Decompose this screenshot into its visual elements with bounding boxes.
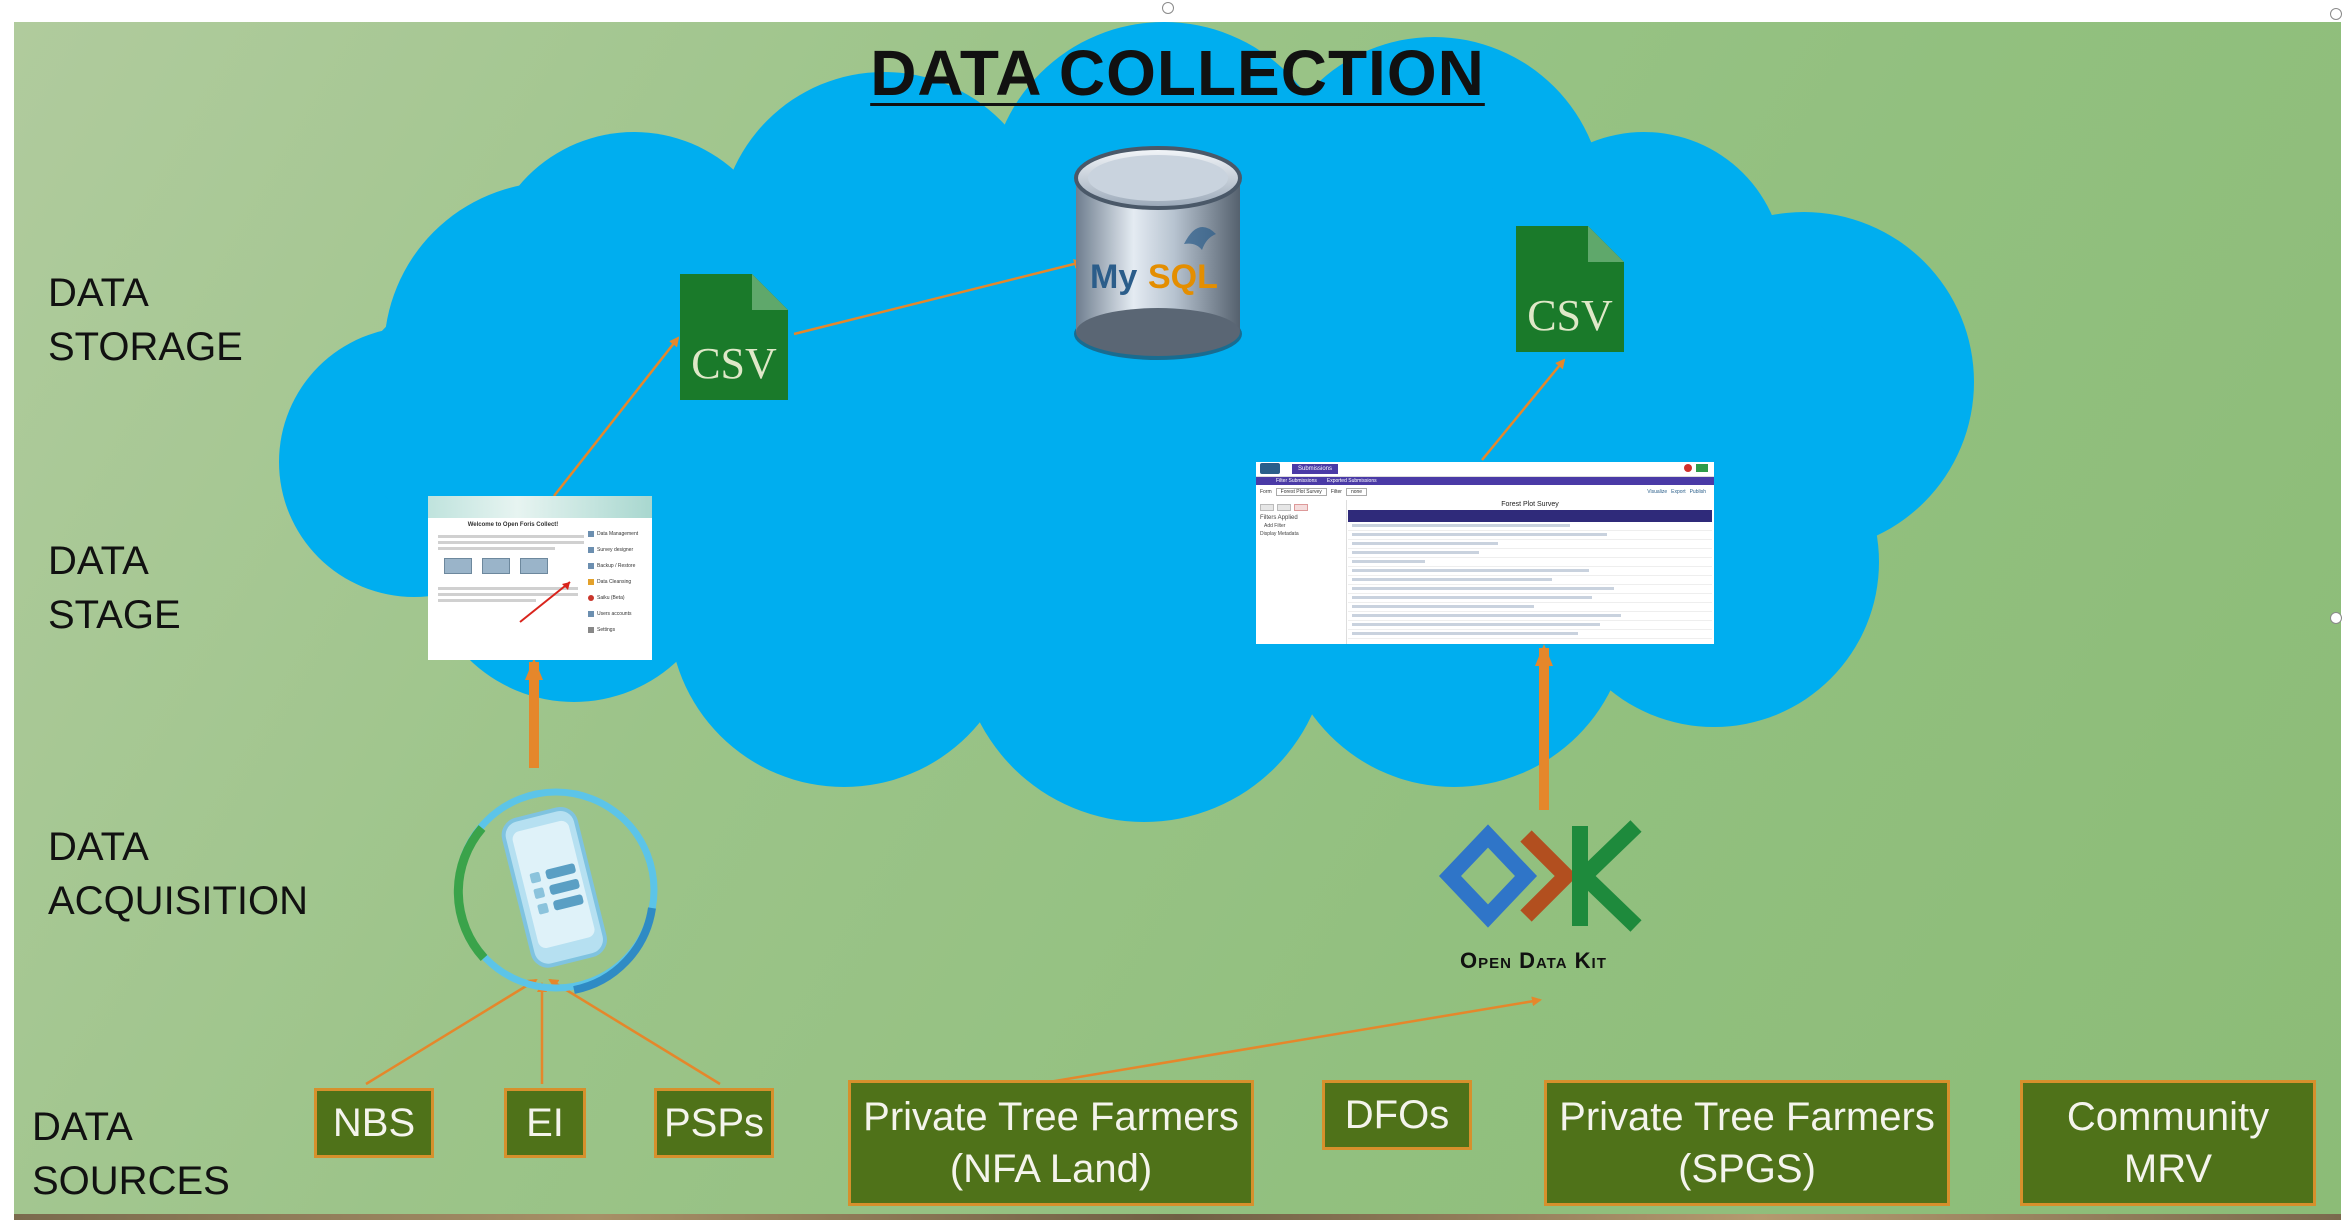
mysql-label-sql: SQL xyxy=(1148,258,1218,296)
slide: CSV CSV My SQL xyxy=(14,22,2341,1220)
table-row xyxy=(1348,522,1712,531)
slide-floor-strip xyxy=(14,1214,2341,1220)
odk-caption: Open Data Kit xyxy=(1460,948,1607,973)
sidebar-item-add-filter[interactable]: Add Filter xyxy=(1264,523,1286,529)
table-row xyxy=(1348,549,1712,558)
menu-item-label: Users accounts xyxy=(597,611,632,617)
visualize-button[interactable]: Visualize xyxy=(1647,489,1668,495)
table-row xyxy=(1348,603,1712,612)
open-foris-heading: Welcome to Open Foris Collect! xyxy=(467,522,559,528)
filters-applied-label: Filters Applied xyxy=(1260,515,1298,521)
arrow-psps-to-app xyxy=(548,978,721,1086)
open-foris-steps xyxy=(444,558,548,574)
menu-item-label: Data Management xyxy=(597,531,639,537)
csv-right-label: CSV xyxy=(1527,291,1613,340)
arrow-csv-left-to-mysql xyxy=(793,259,1084,336)
form-select[interactable]: Forest Plot Survey xyxy=(1275,488,1327,496)
source-box-ptf-spgs: Private Tree Farmers (SPGS) xyxy=(1544,1080,1950,1206)
page-title: DATA COLLECTION xyxy=(870,37,1485,109)
open-foris-menu-item[interactable]: Data Cleansing xyxy=(588,574,650,590)
open-foris-header xyxy=(428,496,652,518)
source-box-community-mrv: Community MRV xyxy=(2020,1080,2316,1206)
open-foris-menu-item[interactable]: Data Management xyxy=(588,526,650,542)
arrow-ptf-nfa-to-odk xyxy=(1048,996,1542,1084)
help-icon[interactable] xyxy=(1684,464,1692,472)
source-box-ptf-nfa: Private Tree Farmers (NFA Land) xyxy=(848,1080,1254,1206)
table-header-row xyxy=(1348,510,1712,522)
arrow-stage-to-csv-right xyxy=(1481,358,1566,461)
table-row xyxy=(1348,540,1712,549)
row-label-data-sources: DATA SOURCES xyxy=(32,1105,230,1203)
csv-left-label: CSV xyxy=(691,339,777,388)
odk-mini-logo xyxy=(1260,463,1280,474)
export-button[interactable]: Export xyxy=(1671,489,1686,495)
filter-label: Filter xyxy=(1330,489,1342,495)
table-row xyxy=(1348,594,1712,603)
row-label-data-acquisition: DATA ACQUISITION xyxy=(48,825,309,923)
open-foris-red-arrow xyxy=(519,581,571,623)
table-row xyxy=(1348,621,1712,630)
table-row xyxy=(1348,630,1712,639)
menu-item-label: Data Cleansing xyxy=(597,579,632,585)
open-foris-menu-item[interactable]: Saiku (Beta) xyxy=(588,590,650,606)
open-foris-menu-item[interactable]: Settings xyxy=(588,622,650,638)
menu-item-label: Survey designer xyxy=(597,547,634,553)
selection-handle-top[interactable] xyxy=(1162,2,1174,14)
odk-aggregate-screenshot: Submissions Filter Submissions Exported … xyxy=(1256,462,1714,644)
odk-form-bar: Form Forest Plot Survey Filter none Visu… xyxy=(1256,485,1714,499)
open-foris-menu-item[interactable]: Survey designer xyxy=(588,542,650,558)
menu-item-label: Saiku (Beta) xyxy=(597,595,625,601)
mysql-database-icon: My SQL xyxy=(1074,146,1242,360)
subtab-filter[interactable]: Filter Submissions xyxy=(1276,478,1317,484)
open-foris-menu-item[interactable]: Users accounts xyxy=(588,606,650,622)
source-box-dfos: DFOs xyxy=(1322,1080,1472,1150)
filter-select[interactable]: none xyxy=(1345,488,1368,496)
table-row xyxy=(1348,576,1712,585)
selection-handle-right[interactable] xyxy=(2330,612,2342,624)
table-row xyxy=(1348,567,1712,576)
tab-submissions[interactable]: Submissions xyxy=(1292,464,1339,474)
table-row xyxy=(1348,531,1712,540)
subtab-exported[interactable]: Exported Submissions xyxy=(1326,478,1377,484)
arrow-stage-to-csv-left xyxy=(553,336,680,497)
arrow-nbs-to-app xyxy=(365,978,538,1086)
open-foris-menu: Data Management Survey designer Backup /… xyxy=(588,526,650,638)
table-row xyxy=(1348,612,1712,621)
mobile-phone-icon xyxy=(453,788,658,994)
table-title: Forest Plot Survey xyxy=(1501,501,1559,508)
logout-icon[interactable] xyxy=(1696,464,1708,472)
mysql-label-my: My xyxy=(1090,258,1137,296)
form-label: Form xyxy=(1260,489,1272,495)
open-foris-body-text xyxy=(438,532,584,553)
diagram-canvas: CSV CSV My SQL xyxy=(279,22,1974,1086)
odk-logo-icon: Open Data Kit xyxy=(1438,820,1642,973)
source-box-psps: PSPs xyxy=(654,1088,774,1158)
odk-aggregate-topbar: Submissions xyxy=(1256,462,1714,477)
sidebar-item-display-metadata[interactable]: Display Metadata xyxy=(1260,531,1299,537)
csv-file-icon: CSV xyxy=(680,274,788,400)
open-foris-collect-screenshot: Welcome to Open Foris Collect! Data Mana… xyxy=(428,496,652,660)
odk-subtabs: Filter Submissions Exported Submissions xyxy=(1256,477,1714,485)
publish-button[interactable]: Publish xyxy=(1689,489,1706,495)
row-label-data-storage: DATA STORAGE xyxy=(48,271,243,369)
source-box-ei: EI xyxy=(504,1088,586,1158)
source-box-nbs: NBS xyxy=(314,1088,434,1158)
row-label-data-stage: DATA STAGE xyxy=(48,539,181,637)
table-rows xyxy=(1348,522,1712,639)
selection-handle-top-right[interactable] xyxy=(2330,8,2342,20)
odk-data-table: Forest Plot Survey xyxy=(1348,500,1712,639)
table-row xyxy=(1348,585,1712,594)
menu-item-label: Backup / Restore xyxy=(597,563,636,569)
csv-file-icon: CSV xyxy=(1516,226,1624,352)
menu-item-label: Settings xyxy=(597,627,616,633)
odk-filter-sidebar: Filters Applied Add Filter Display Metad… xyxy=(1256,500,1347,644)
open-foris-menu-item[interactable]: Backup / Restore xyxy=(588,558,650,574)
open-foris-more-text xyxy=(438,584,578,605)
table-row xyxy=(1348,558,1712,567)
